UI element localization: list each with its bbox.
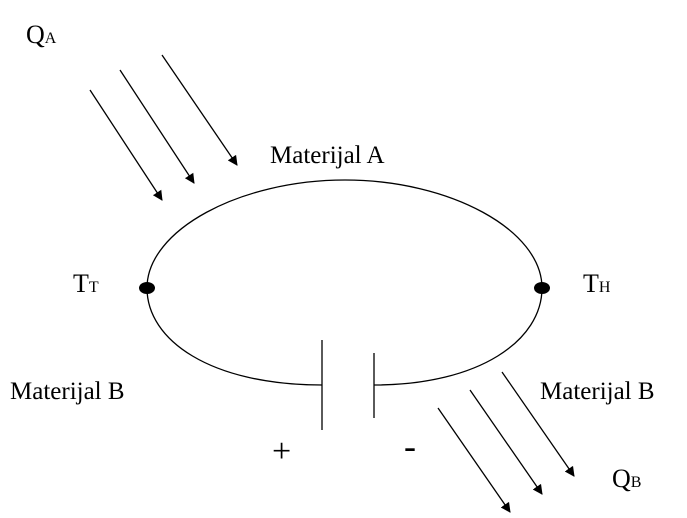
material-b-wire-left	[146, 287, 323, 386]
material-b-left-label: Materijal B	[10, 378, 125, 405]
heat-in-label: QA	[26, 20, 57, 49]
negative-terminal-label: -	[404, 426, 416, 466]
hot-junction-label: TH	[583, 269, 611, 298]
heat-in-arrows	[89, 54, 238, 201]
heat-in-arrow-3	[161, 54, 238, 166]
cold-junction-dot	[139, 282, 155, 294]
positive-terminal-label: +	[272, 433, 291, 470]
heat-in-arrow-2	[119, 69, 195, 184]
heat-out-label: QB	[612, 464, 641, 493]
material-b-right-label: Materijal B	[540, 378, 655, 405]
heat-out-arrow-2	[469, 389, 543, 495]
heat-in-arrow-1	[89, 89, 163, 201]
cold-junction-label: TT	[73, 269, 99, 298]
heat-out-arrows	[437, 371, 575, 513]
material-b-wire-right	[373, 287, 543, 386]
material-a-wire	[146, 179, 543, 289]
heat-out-arrow-3	[501, 371, 575, 477]
heat-out-arrow-1	[437, 407, 511, 513]
hot-junction-dot	[534, 282, 550, 294]
material-a-label: Materijal A	[270, 142, 385, 169]
